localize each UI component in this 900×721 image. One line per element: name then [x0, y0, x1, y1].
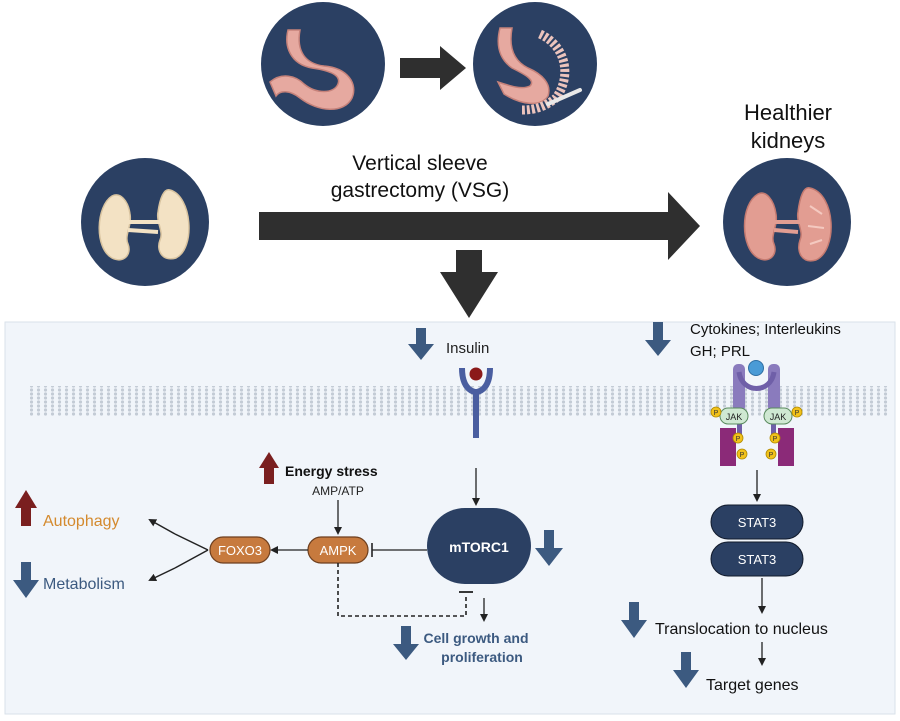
phospho-sites: P P P P P P: [710, 406, 803, 460]
stomach-icon: [261, 2, 385, 126]
metabolism-down-arrow: [13, 562, 39, 598]
svg-text:P: P: [714, 410, 719, 417]
foxo3-branch-lower: [174, 549, 209, 569]
translocation-down-arrow: [621, 602, 647, 638]
mtorc1-label: mTORC1: [449, 539, 509, 555]
foxo3-node: [209, 536, 271, 564]
kidney-pale-icon: [81, 158, 209, 286]
insulin-label: Insulin: [446, 340, 489, 357]
autophagy-up-arrow: [15, 490, 37, 526]
mtorc1-node: [427, 508, 531, 584]
svg-text:P: P: [795, 410, 800, 417]
jak-left: JAK: [719, 407, 749, 425]
jak-right: JAK: [763, 407, 793, 425]
insulin-receptor: [459, 367, 493, 438]
outcome-label-line2: kidneys: [751, 128, 826, 153]
foxo3-label: FOXO3: [218, 543, 262, 558]
cytokine-receptor: [720, 360, 794, 466]
mtorc1-down-arrow: [535, 530, 563, 566]
svg-text:P: P: [769, 452, 774, 459]
svg-text:JAK: JAK: [726, 412, 743, 422]
amp-atp-label: AMP/ATP: [312, 484, 364, 498]
outcome-label-line1: Healthier: [744, 100, 832, 125]
surgery-arrow: [400, 46, 466, 90]
kidney-healthy-icon: [723, 158, 851, 286]
vsg-outcome-arrow: [259, 192, 700, 260]
energy-stress-up-arrow: [259, 452, 279, 484]
foxo3-branch-upper: [174, 533, 209, 551]
cell-growth-label-line1: Cell growth and: [424, 630, 529, 646]
procedure-label-line1: Vertical sleeve: [352, 152, 487, 175]
translocation-label: Translocation to nucleus: [655, 621, 828, 638]
autophagy-label: Autophagy: [43, 513, 120, 530]
insulin-down-arrow: [408, 328, 434, 360]
svg-text:P: P: [740, 452, 745, 459]
sleeve-stomach-icon: [473, 2, 597, 126]
cytokines-down-arrow: [645, 322, 671, 356]
stat3-bottom-node: [710, 541, 804, 577]
svg-text:P: P: [773, 436, 778, 443]
ampk-inhibits-mtorc1-dashed: [337, 563, 467, 617]
stat3-top-node: [710, 504, 804, 540]
stat3-bottom-label: STAT3: [738, 552, 777, 567]
vsg-down-arrow: [440, 250, 498, 318]
stat3-top-label: STAT3: [738, 515, 777, 530]
cell-growth-label-line2: proliferation: [441, 649, 523, 665]
metabolism-label: Metabolism: [43, 576, 125, 593]
svg-text:JAK: JAK: [770, 412, 787, 422]
target-genes-label: Target genes: [706, 677, 799, 694]
cytokines-label-line2: GH; PRL: [690, 343, 750, 360]
procedure-label-line2: gastrectomy (VSG): [331, 179, 510, 202]
energy-stress-label: Energy stress: [285, 463, 378, 479]
ampk-label: AMPK: [320, 543, 357, 558]
cytokines-label-line1: Cytokines; Interleukins: [690, 321, 841, 338]
target-genes-down-arrow: [673, 652, 699, 688]
svg-text:P: P: [736, 436, 741, 443]
cell-growth-down-arrow: [393, 626, 419, 660]
